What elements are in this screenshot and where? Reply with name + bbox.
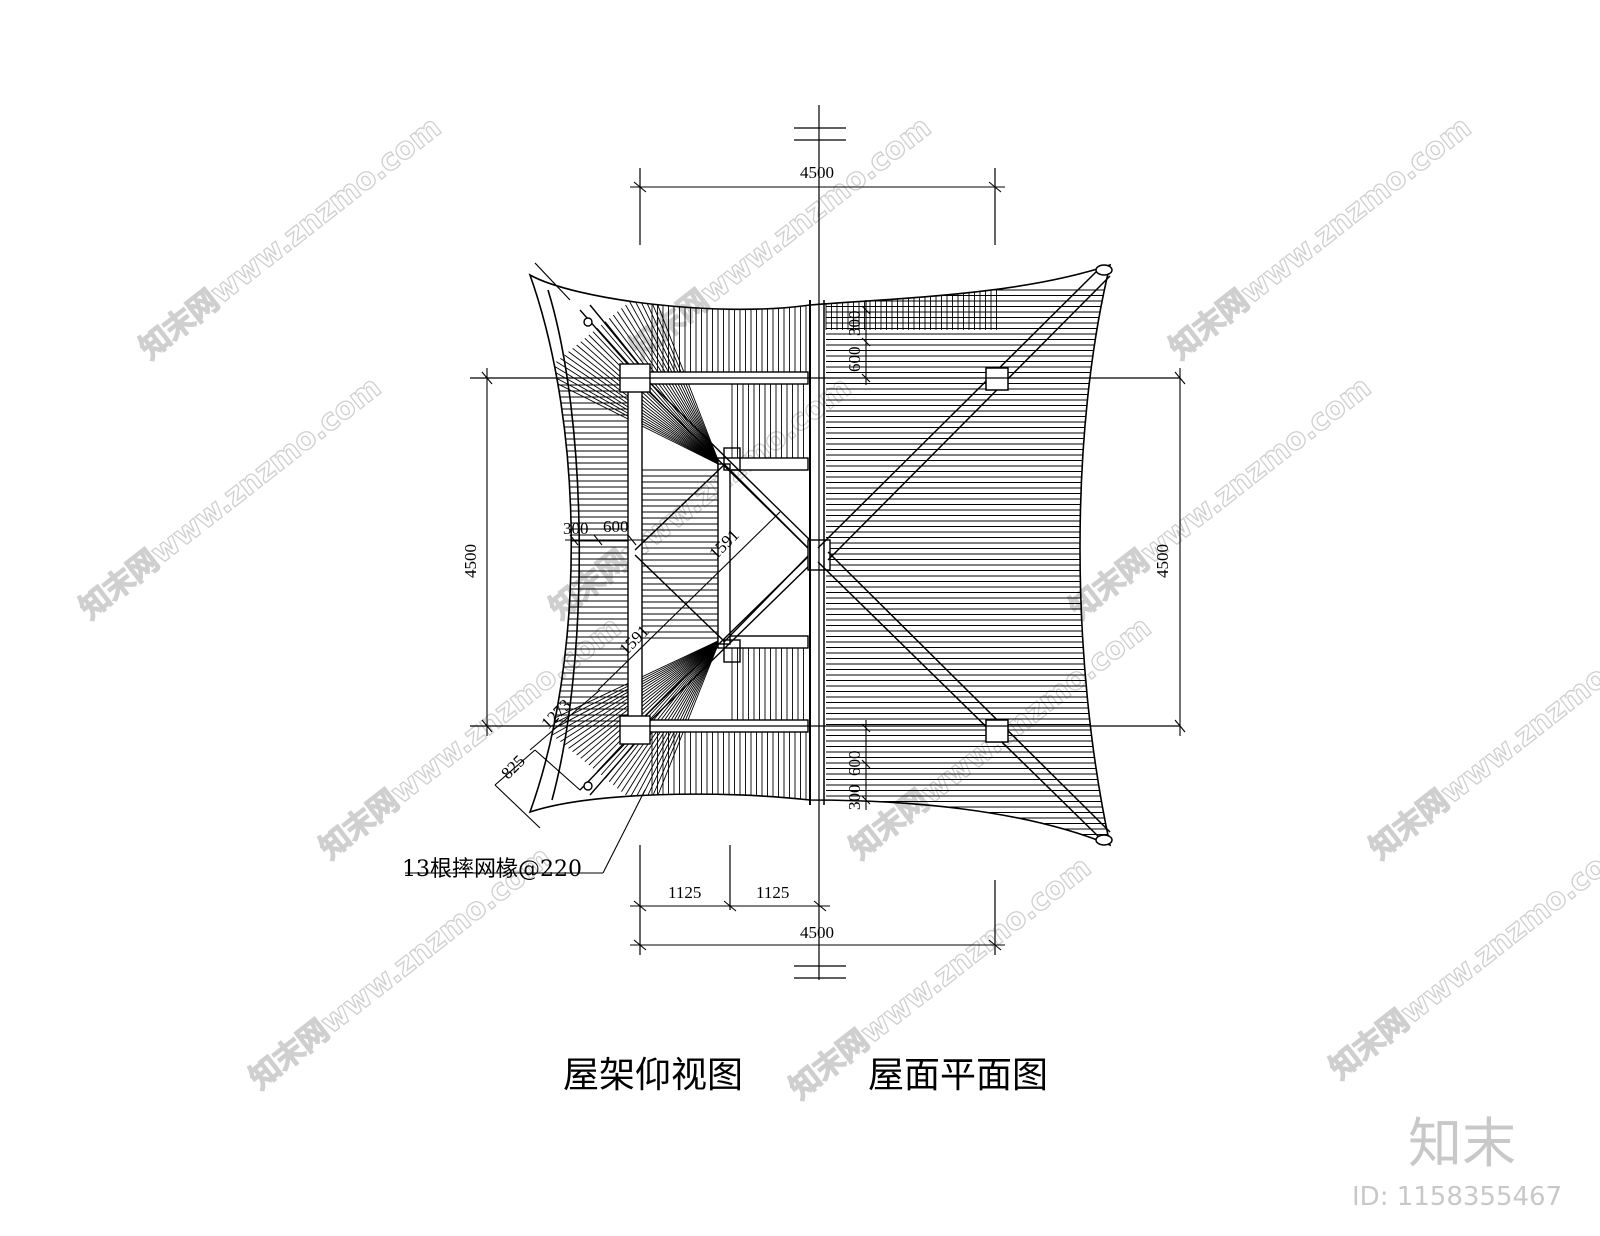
hatch-line: [584, 639, 721, 763]
hatch-line: [588, 334, 721, 466]
hatch-line: [572, 639, 721, 753]
dim-diag-b: 1591: [615, 621, 652, 658]
watermark-text: 知末网www.znzmo.com: [1163, 110, 1478, 367]
hatch-line: [612, 314, 721, 466]
dim-left-overall: 4500: [461, 544, 480, 578]
brand-logo: 知末: [1408, 1112, 1516, 1175]
hatch-line: [625, 639, 721, 796]
hatch-line: [596, 639, 721, 772]
hatch-line: [572, 347, 721, 466]
watermark-text: 知末网www.znzmo.com: [1323, 830, 1600, 1087]
caption-roof-frame-bottom-view: 屋架仰视图: [563, 1055, 743, 1096]
hatch-line: [608, 318, 721, 466]
hatch-line: [617, 639, 721, 789]
axis-lines: [470, 105, 1180, 980]
hatch-line: [625, 304, 721, 466]
rafter-note: 13根摔网椽@220: [402, 857, 582, 882]
hatch-line: [629, 639, 721, 799]
hatch-line: [621, 639, 721, 792]
watermark-text: 知末网www.znzmo.com: [133, 110, 448, 367]
hatch-line: [584, 338, 721, 466]
hatch-line: [580, 341, 721, 466]
dim-bottom-left-half: 1125: [668, 883, 701, 902]
watermark-text: 知末网www.znzmo.com: [1063, 370, 1378, 627]
roof-hips-right: [809, 264, 1113, 846]
hatch-line: [588, 639, 721, 766]
watermark-text: 知末网www.znzmo.com: [623, 110, 938, 367]
dim-bottom-right-half: 1125: [756, 883, 789, 902]
roof-outline: [528, 263, 1112, 847]
dim-top-offset-a: 600: [845, 347, 864, 373]
hatch-line: [604, 321, 721, 466]
dim-bottom-offset-b: 300: [845, 785, 864, 811]
dim-left-offset-b: 600: [603, 517, 629, 536]
watermark-text: 知末网www.znzmo.com: [313, 610, 628, 867]
watermark-text: 知末网www.znzmo.com: [1363, 610, 1600, 867]
hatch-line: [621, 308, 721, 466]
dimension-lines: [405, 181, 1186, 951]
hatch-line: [568, 351, 721, 466]
hatch-line: [580, 639, 721, 759]
dim-left-offset-a: 300: [563, 519, 589, 538]
dim-bottom-overall: 4500: [800, 923, 834, 942]
caption-roof-plan: 屋面平面图: [868, 1055, 1048, 1096]
dim-right-overall: 4500: [1153, 544, 1172, 578]
hatch-line: [576, 344, 721, 466]
hatch-line: [608, 639, 721, 782]
dim-bottom-offset-a: 600: [845, 751, 864, 777]
watermark-id: ID: 1158355467: [1352, 1182, 1562, 1212]
hatch-line: [568, 639, 721, 749]
hatch-line: [576, 639, 721, 756]
hatch-line: [612, 639, 721, 786]
hatch-line: [617, 311, 721, 466]
dim-top-overall: 4500: [800, 163, 834, 182]
dim-diag-a: 1591: [705, 525, 742, 562]
watermark-text: 知末网www.znzmo.com: [73, 370, 388, 627]
dim-top-offset-b: 300: [845, 311, 864, 337]
